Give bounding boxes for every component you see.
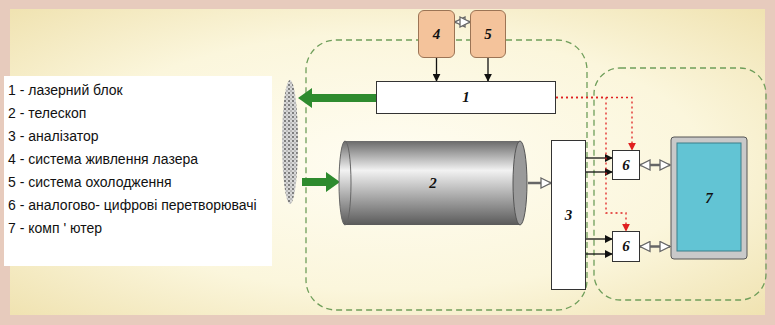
return-signal-arrow [302,172,340,192]
part-number: 3 [565,208,573,223]
legend-item: 4 - система живлення лазера [8,151,266,167]
laser-block: 1 [376,81,556,114]
part-number: 6 [622,158,630,173]
power-supply-box: 4 [418,10,455,58]
computer-monitor: 7 [670,136,748,260]
cooling-box: 5 [470,10,506,58]
telescope-cylinder: 2 [338,140,528,226]
part-number: 4 [433,27,441,42]
signal-arrow [586,157,612,158]
legend-item: 6 - аналогово- цифрові перетворювачі [8,197,266,213]
legend-item: 1 - лазерний блок [8,82,266,98]
part-number: 5 [484,27,492,42]
signal-arrow [455,21,470,24]
legend-item: 7 - комп ' ютер [8,220,266,236]
processing-region [594,68,766,300]
transceiver-region [306,40,587,310]
part-number: 2 [429,176,437,191]
part-number: 7 [705,191,713,206]
signal-arrow [640,164,670,167]
aerosol-cloud [282,80,298,204]
legend-panel: 1 - лазерний блок 2 - телескоп 3 - аналіза… [4,76,272,266]
adc-box: 6 [612,150,640,180]
part-number: 1 [462,90,470,105]
signal-arrow [528,182,551,185]
signal-arrow [586,238,612,239]
part-number: 6 [622,239,630,254]
signal-arrow [487,58,488,81]
adc-box: 6 [612,231,640,262]
signal-arrow [586,171,612,172]
signal-arrow [640,245,670,248]
legend-item: 5 - система охолодження [8,174,266,190]
signal-arrow [436,58,437,81]
legend-item: 3 - аналізатор [8,128,266,144]
analyzer-box: 3 [551,140,586,290]
laser-beam-arrow [298,88,376,108]
legend-item: 2 - телескоп [8,105,266,121]
signal-arrow [586,253,612,254]
